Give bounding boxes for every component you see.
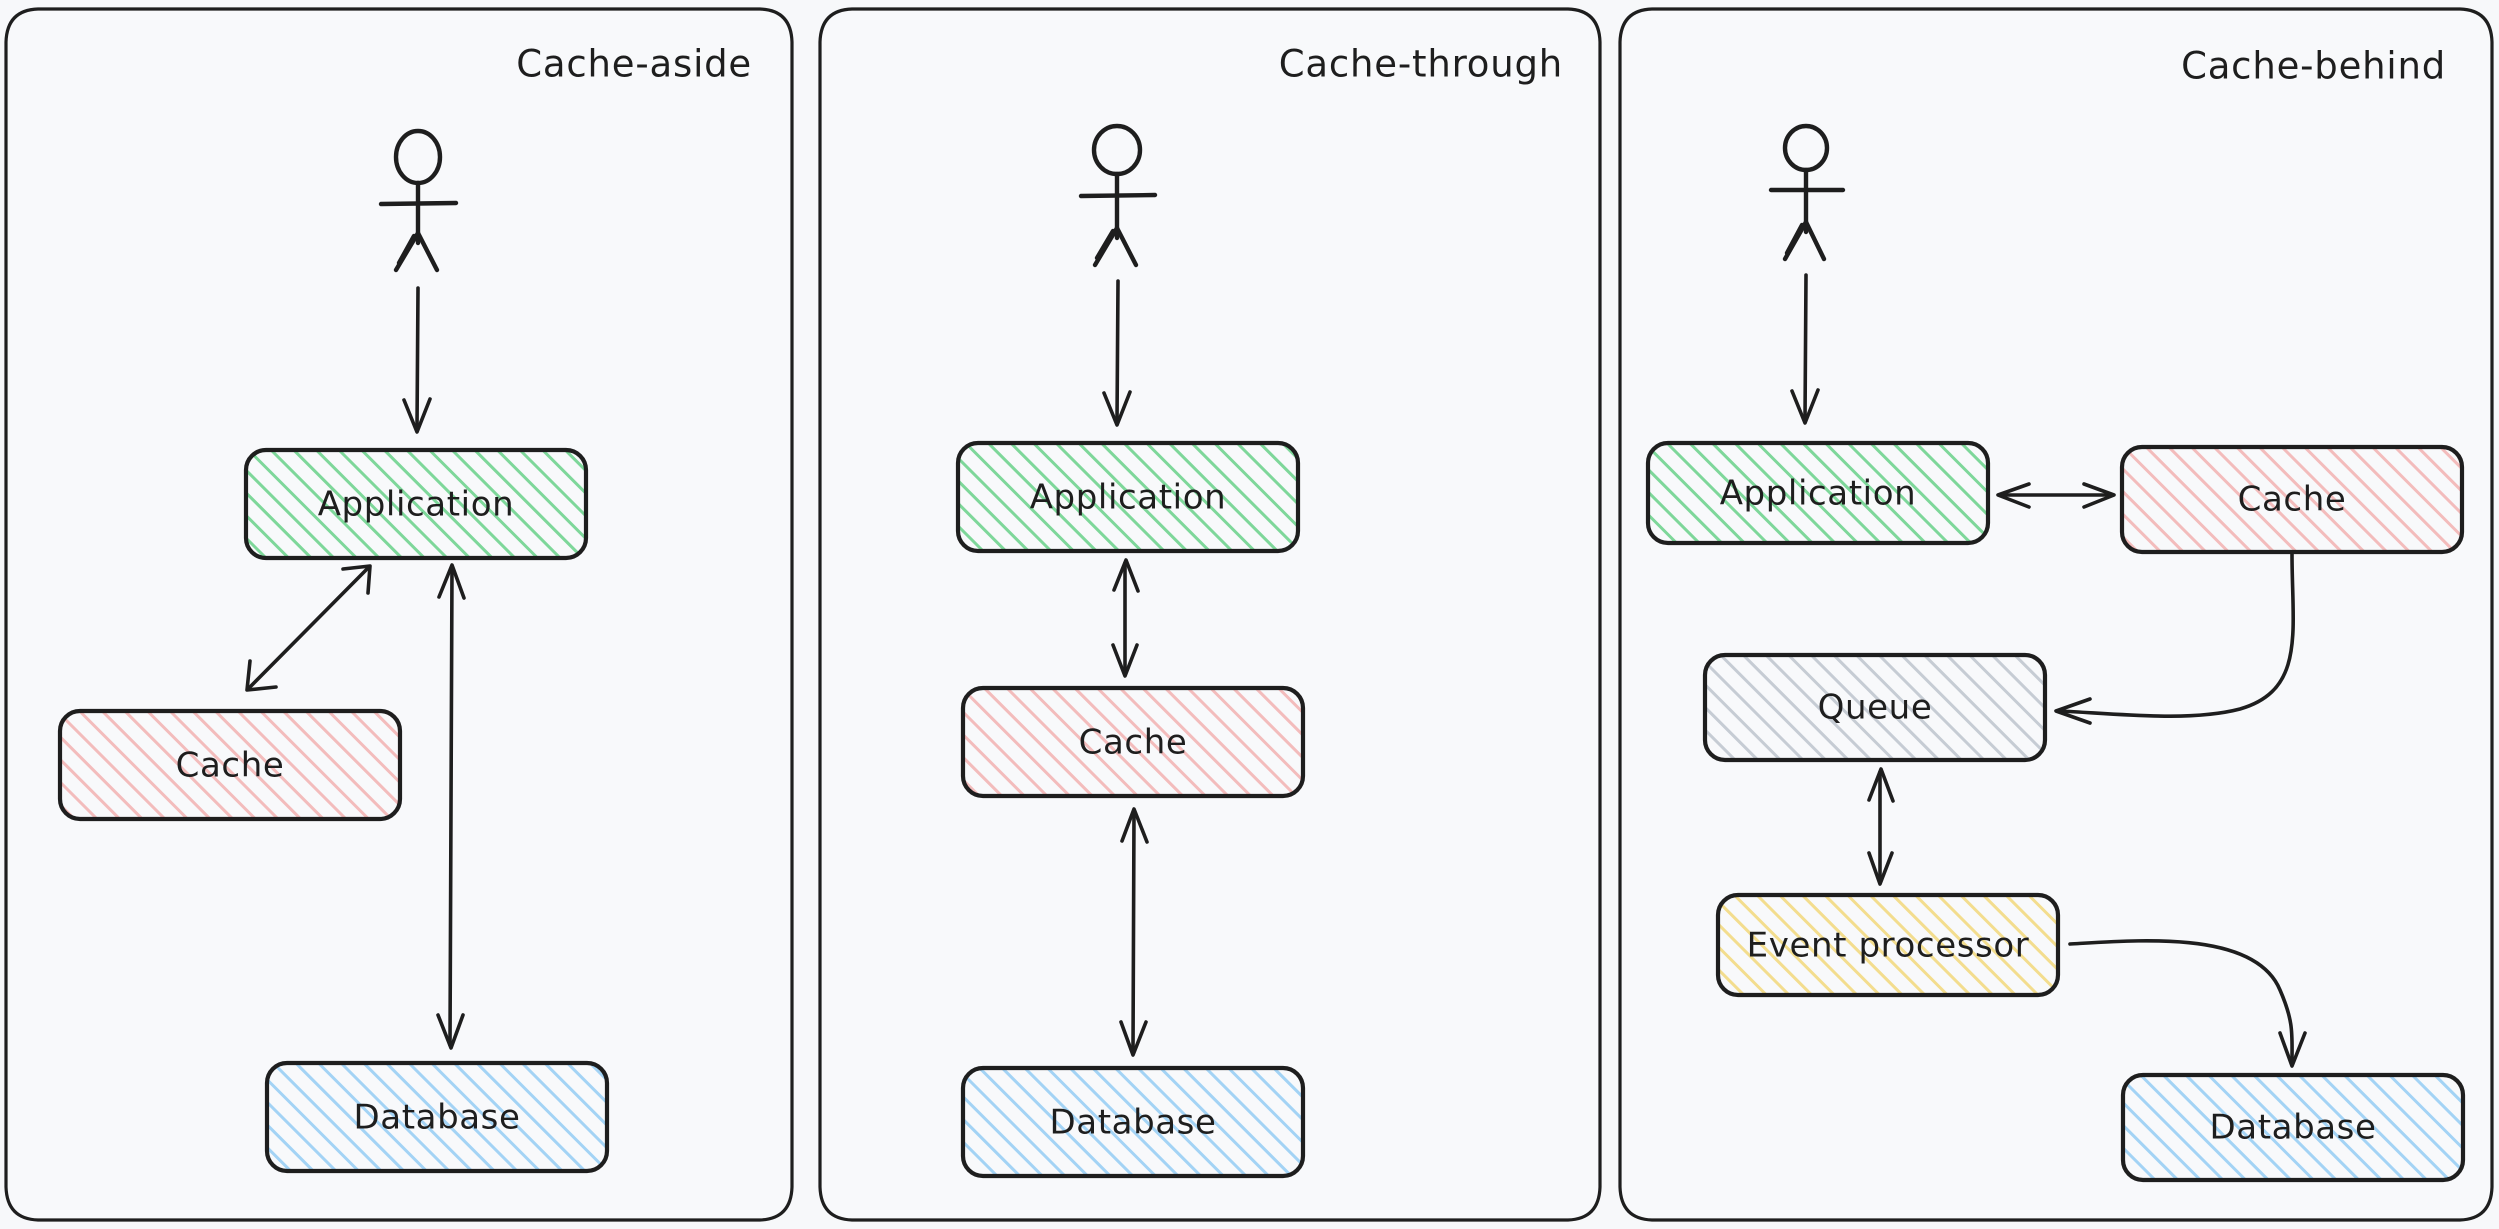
panel-cache-behind: Cache-behind Application Cache — [1618, 7, 2494, 1222]
node-cache[interactable]: Cache — [960, 685, 1306, 799]
edge-actor-to-application — [1102, 279, 1132, 427]
node-label-database: Database — [2209, 1108, 2376, 1148]
stick-figure-icon — [1768, 123, 1846, 262]
panel-cache-aside: Cache-aside Application Cache — [4, 7, 794, 1222]
panel-cache-through: Cache-through Application Cache — [818, 7, 1602, 1222]
stick-figure-icon — [1078, 123, 1158, 268]
stick-figure-icon — [378, 128, 459, 273]
node-event-processor[interactable]: Event processor — [1715, 892, 2061, 998]
node-label-database: Database — [1049, 1103, 1216, 1143]
edge-application-to-database — [436, 563, 466, 1050]
node-application[interactable]: Application — [1645, 440, 1991, 546]
panel-title-cache-through: Cache-through — [1279, 43, 1563, 86]
panel-frame-cache-behind — [1618, 7, 2494, 1222]
node-application[interactable]: Application — [243, 447, 589, 561]
node-cache[interactable]: Cache — [2119, 444, 2465, 555]
node-database[interactable]: Database — [960, 1065, 1306, 1179]
edge-actor-to-application — [1790, 273, 1820, 425]
node-label-database: Database — [353, 1098, 520, 1138]
edge-cache-to-database — [1119, 807, 1149, 1057]
panel-frame-cache-through — [818, 7, 1602, 1222]
panel-title-cache-aside: Cache-aside — [516, 43, 752, 86]
node-label-cache: Cache — [2238, 480, 2347, 520]
node-database[interactable]: Database — [2120, 1072, 2466, 1183]
node-database[interactable]: Database — [264, 1060, 610, 1174]
edge-application-to-cache — [1111, 558, 1140, 678]
edge-cache-to-queue — [2054, 552, 2296, 725]
edge-event-processor-to-database — [2068, 939, 2307, 1068]
panel-frame-cache-aside — [4, 7, 794, 1222]
edge-application-to-cache — [245, 564, 372, 692]
node-label-event-processor: Event processor — [1747, 926, 2030, 966]
node-application[interactable]: Application — [955, 440, 1301, 554]
node-queue[interactable]: Queue — [1702, 652, 2048, 763]
panel-title-cache-behind: Cache-behind — [2181, 45, 2446, 88]
node-label-application: Application — [1030, 478, 1227, 518]
edge-queue-to-event-processor — [1867, 767, 1895, 886]
node-label-cache: Cache — [1079, 723, 1188, 763]
node-label-application: Application — [1720, 474, 1917, 514]
node-label-application: Application — [318, 485, 515, 525]
edge-actor-to-application — [402, 286, 432, 434]
node-cache[interactable]: Cache — [57, 708, 403, 822]
edge-application-to-cache — [1996, 482, 2116, 509]
node-label-cache: Cache — [176, 746, 285, 786]
node-label-queue: Queue — [1818, 688, 1933, 728]
